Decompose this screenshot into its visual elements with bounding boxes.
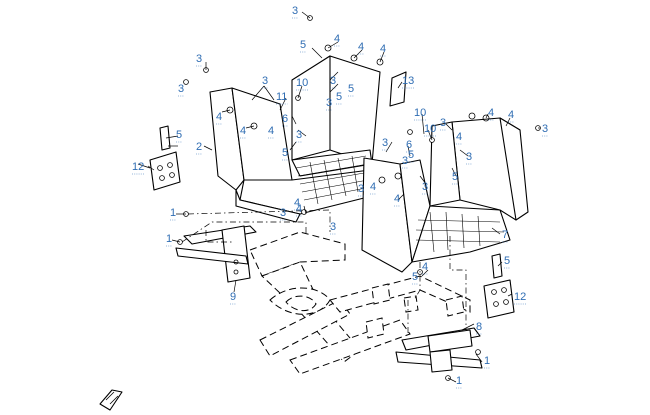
callout-12: 12 <box>514 291 526 303</box>
callout-4: 4 <box>422 261 428 273</box>
right-footwell-panel[interactable] <box>361 117 529 273</box>
callout-1: 1 <box>166 233 172 245</box>
callout-10: 10 <box>424 123 436 135</box>
callout-3: 3 <box>292 5 298 17</box>
right-mounting-bracket[interactable] <box>395 327 483 373</box>
callout-5: 5 <box>336 91 342 103</box>
callout-1: 1 <box>170 207 176 219</box>
callout-5: 5 <box>452 171 458 183</box>
mud-guard-clip[interactable] <box>389 71 407 107</box>
frame-assembly <box>249 231 471 375</box>
callout-10: 10 <box>296 77 308 89</box>
callout-3: 3 <box>358 183 364 195</box>
callout-4: 4 <box>456 131 462 143</box>
callout-5: 5 <box>300 39 306 51</box>
callout-3: 3 <box>296 129 302 141</box>
callout-4: 4 <box>294 197 300 209</box>
bolt-icon <box>177 15 541 381</box>
callout-3: 3 <box>196 53 202 65</box>
callout-5: 5 <box>504 255 510 267</box>
callout-4: 4 <box>488 107 494 119</box>
callout-8: 8 <box>476 321 482 333</box>
callout-3: 3 <box>440 117 446 129</box>
callout-4: 4 <box>240 125 246 137</box>
callout-3: 3 <box>466 151 472 163</box>
leader-lines <box>137 11 540 383</box>
callout-3: 3 <box>542 123 548 135</box>
callout-2: 2 <box>196 141 202 153</box>
callout-9: 9 <box>230 291 236 303</box>
callout-5: 5 <box>408 149 414 161</box>
left-footwell-panel[interactable] <box>209 55 381 223</box>
callout-7: 7 <box>502 229 508 241</box>
washer-icon <box>226 44 490 184</box>
callout-4: 4 <box>334 33 340 45</box>
callout-3: 3 <box>402 155 408 167</box>
callout-4: 4 <box>296 203 302 215</box>
callout-11: 11 <box>276 91 287 103</box>
callout-3: 3 <box>330 75 336 87</box>
callout-10: 10 <box>414 107 426 119</box>
callout-3: 3 <box>280 207 286 219</box>
callout-5: 5 <box>282 147 288 159</box>
callout-4: 4 <box>394 193 400 205</box>
callout-5: 5 <box>412 271 418 283</box>
heel-plate-right[interactable] <box>483 253 515 319</box>
callout-12: 12 <box>132 161 144 173</box>
callout-3: 3 <box>422 181 428 193</box>
callout-4: 4 <box>508 109 514 121</box>
callout-4: 4 <box>380 43 386 55</box>
callout-3: 3 <box>262 75 268 87</box>
callout-labels: 3 3 3 3 3 3 3 3 3 3 3 3 3 3 3 3 4 4 4 4 … <box>132 5 549 389</box>
callout-3: 3 <box>326 97 332 109</box>
callout-6: 6 <box>282 113 288 125</box>
callout-4: 4 <box>370 181 376 193</box>
callout-3: 3 <box>382 137 388 149</box>
front-direction-arrow-icon <box>99 389 123 411</box>
callout-3: 3 <box>178 83 184 95</box>
left-mounting-bracket[interactable] <box>175 225 257 283</box>
callout-6: 6 <box>406 139 412 151</box>
callout-4: 4 <box>268 125 274 137</box>
callout-13: 13 <box>402 75 414 87</box>
callout-1: 1 <box>484 355 490 367</box>
callout-5: 5 <box>348 83 354 95</box>
callout-1: 1 <box>456 375 462 387</box>
callout-5: 5 <box>176 129 182 141</box>
callout-4: 4 <box>216 111 222 123</box>
heel-plate-left[interactable] <box>149 125 181 191</box>
callout-3: 3 <box>330 221 336 233</box>
callout-4: 4 <box>358 41 364 53</box>
